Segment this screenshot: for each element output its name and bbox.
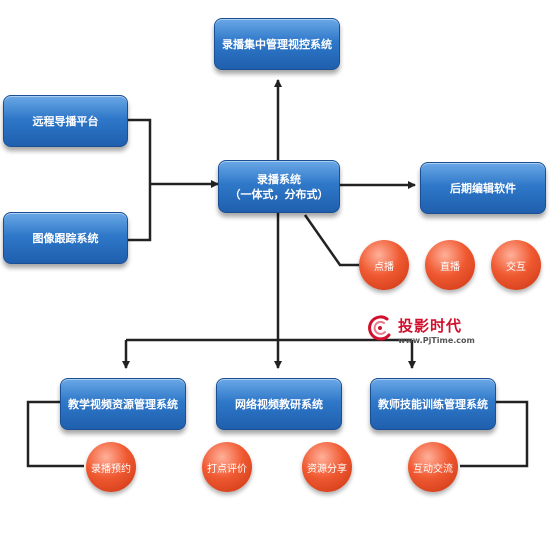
watermark-url: www.PjTime.com — [398, 336, 475, 345]
circle-interact: 交互 — [491, 240, 541, 290]
watermark-title: 投影时代 — [398, 317, 463, 335]
node-top-management: 录播集中管理视控系统 — [214, 18, 340, 70]
node-recording-system-subtitle: （一体式，分布式） — [229, 187, 329, 201]
pjtime-watermark-logo: 投影时代 www.PjTime.com — [365, 313, 495, 353]
circle-vod: 点播 — [359, 240, 409, 290]
circle-interact-label: 交互 — [506, 261, 526, 273]
node-image-tracking: 图像跟踪系统 — [3, 212, 128, 264]
node-post-editing-label: 后期编辑软件 — [450, 181, 516, 195]
circle-schedule-label: 录播预约 — [91, 463, 131, 475]
node-image-tracking-label: 图像跟踪系统 — [32, 231, 99, 245]
node-network-research: 网络视频教研系统 — [216, 378, 342, 430]
edge-center-to-services — [303, 214, 362, 267]
circle-live: 直播 — [425, 240, 475, 290]
node-remote-directing-label: 远程导播平台 — [32, 114, 99, 128]
circle-exchange: 互动交流 — [408, 442, 458, 492]
node-teaching-resource-label: 教学视频资源管理系统 — [68, 397, 178, 411]
circle-share: 资源分享 — [302, 442, 352, 492]
node-recording-system: 录播系统 （一体式，分布式） — [218, 160, 340, 213]
swirl-logo-icon — [368, 315, 391, 341]
node-top-management-label: 录播集中管理视控系统 — [222, 37, 332, 51]
node-network-research-label: 网络视频教研系统 — [235, 397, 323, 411]
circle-share-label: 资源分享 — [307, 463, 347, 475]
circle-vod-label: 点播 — [374, 261, 394, 273]
circle-exchange-label: 互动交流 — [413, 463, 453, 475]
circle-live-label: 直播 — [440, 261, 460, 273]
node-recording-system-title: 录播系统 — [257, 172, 301, 186]
node-teacher-training: 教师技能训练管理系统 — [370, 378, 496, 430]
edge-teaching-to-schedule — [26, 400, 84, 468]
edge-tracking-merge — [128, 184, 152, 242]
node-post-editing: 后期编辑软件 — [420, 162, 546, 214]
circle-schedule: 录播预约 — [86, 442, 136, 492]
node-remote-directing: 远程导播平台 — [3, 95, 128, 147]
node-teacher-training-label: 教师技能训练管理系统 — [378, 397, 488, 411]
circle-evaluate-label: 打点评价 — [207, 463, 247, 475]
edge-teacher-to-exchange — [460, 400, 529, 468]
edge-remote-merge — [128, 118, 152, 184]
node-teaching-resource: 教学视频资源管理系统 — [60, 378, 186, 430]
circle-evaluate: 打点评价 — [202, 442, 252, 492]
